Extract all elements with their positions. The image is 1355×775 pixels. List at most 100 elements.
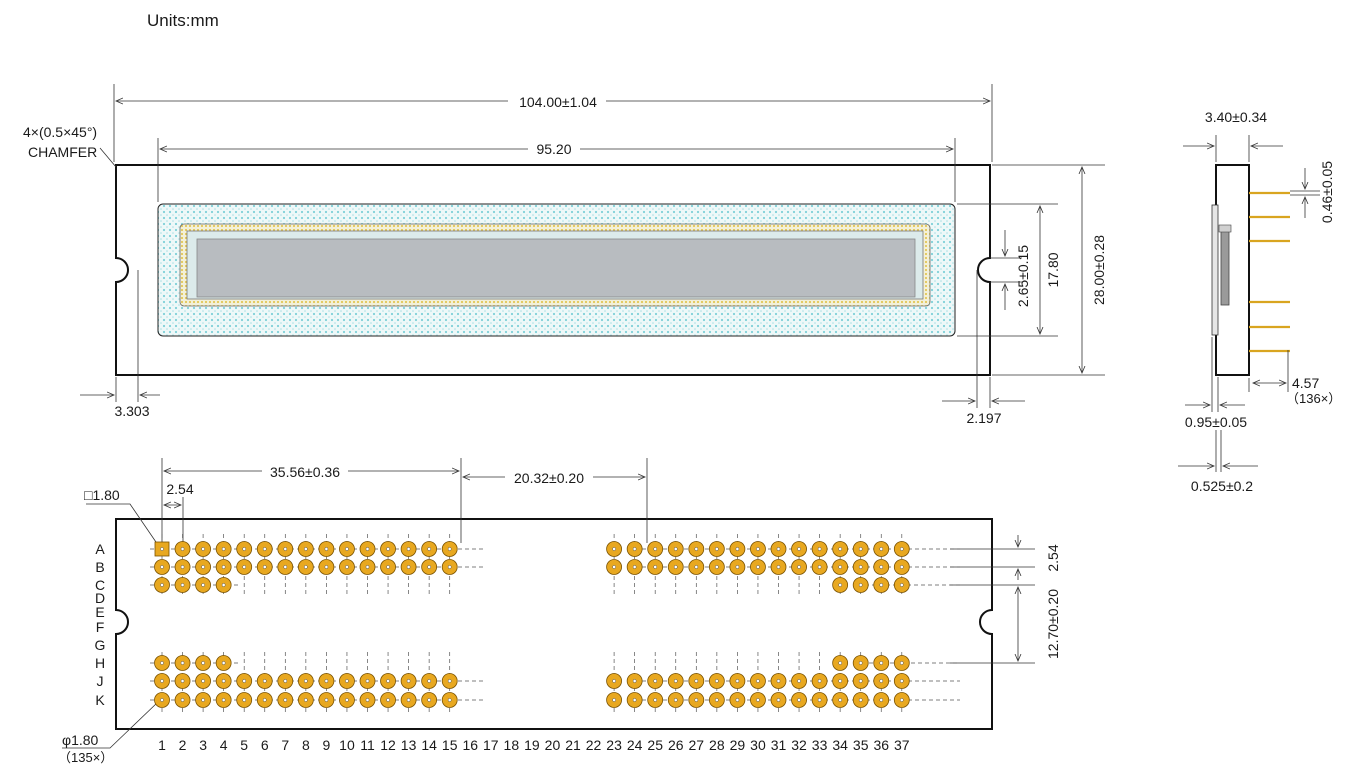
side-glass [1211, 204, 1219, 336]
column-label-7: 7 [281, 737, 289, 753]
pad-hole [221, 698, 226, 702]
group-gap-label: 20.32±0.20 [514, 470, 584, 486]
group-span-label: 35.56±0.36 [270, 464, 340, 480]
column-label-27: 27 [689, 737, 705, 753]
pad-hole [612, 679, 616, 683]
pad-hole [735, 698, 740, 702]
pad-hole [817, 698, 822, 702]
pad-hole [447, 698, 452, 702]
pad-hole [899, 661, 904, 665]
pad-hole [735, 547, 740, 551]
pad-hole [221, 583, 226, 587]
active-height-label: 17.80 [1045, 252, 1061, 287]
column-label-12: 12 [380, 737, 396, 753]
pad-hole [653, 698, 658, 702]
pad-hole [201, 565, 205, 569]
pad-hole [324, 679, 329, 683]
row-pitch-label: 2.54 [1045, 544, 1061, 571]
pad-hole [838, 679, 843, 683]
pad-hole [160, 565, 164, 569]
column-label-15: 15 [442, 737, 458, 753]
overall-width-label: 104.00±1.04 [519, 94, 597, 110]
pad-hole [735, 565, 740, 569]
side-chip [1220, 229, 1230, 306]
column-label-30: 30 [750, 737, 766, 753]
pad-hole [715, 565, 719, 569]
pad-hole [427, 679, 431, 683]
side-leads [1249, 191, 1290, 353]
column-label-10: 10 [339, 737, 355, 753]
column-label-37: 37 [894, 737, 910, 753]
pad-hole [817, 547, 822, 551]
pad-hole [262, 565, 267, 569]
row-label-h: H [95, 655, 105, 671]
pad-hole [653, 679, 658, 683]
pad-hole [386, 547, 390, 551]
pitch-label: 2.54 [166, 481, 193, 497]
pad-hole [262, 698, 267, 702]
pad-hole [858, 547, 863, 551]
square-pad-label: □1.80 [84, 487, 120, 503]
column-label-3: 3 [199, 737, 207, 753]
pad-hole [262, 679, 267, 683]
display-area [196, 238, 916, 298]
column-label-31: 31 [771, 737, 787, 753]
pad-hole [180, 583, 185, 587]
pad-hole [406, 547, 411, 551]
block-gap-label: 12.70±0.20 [1045, 589, 1061, 659]
pad-hole [879, 583, 884, 587]
pad-hole [817, 679, 822, 683]
pad-hole [858, 661, 863, 665]
pad-hole [797, 565, 801, 569]
pad-hole [345, 547, 349, 551]
column-label-28: 28 [709, 737, 725, 753]
pad-hole [324, 698, 329, 702]
pad-hole [612, 565, 616, 569]
pad-hole [673, 698, 678, 702]
pad-hole [899, 679, 904, 683]
pad-hole [715, 679, 719, 683]
side-view: 3.40±0.34 0.46±0.05 4.57 （136×） 0.95±0.0… [1178, 109, 1341, 494]
pad-hole [180, 661, 185, 665]
pad-hole [262, 547, 267, 551]
pad-hole [304, 547, 308, 551]
column-label-17: 17 [483, 737, 499, 753]
pad-hole [283, 547, 288, 551]
pad-hole [879, 679, 884, 683]
pad-hole [221, 547, 226, 551]
pad-hole [673, 679, 678, 683]
pad-hole [694, 698, 699, 702]
pad-hole [632, 547, 637, 551]
pad-hole [838, 698, 843, 702]
column-label-9: 9 [323, 737, 331, 753]
pad-hole [160, 698, 164, 702]
column-label-26: 26 [668, 737, 684, 753]
pad-hole [756, 679, 760, 683]
pad-hole [756, 565, 760, 569]
pad-hole [180, 547, 185, 551]
pad-hole [756, 698, 760, 702]
pad-hole [406, 698, 411, 702]
pad-hole [632, 698, 637, 702]
pad-hole [160, 547, 164, 551]
pad-hole [201, 698, 205, 702]
column-label-4: 4 [220, 737, 228, 753]
pad-hole [899, 698, 904, 702]
pad-hole [879, 565, 884, 569]
pad-hole [838, 547, 843, 551]
pad-hole [612, 698, 616, 702]
side-thickness-label: 3.40±0.34 [1205, 109, 1267, 125]
pad-hole [879, 698, 884, 702]
column-label-24: 24 [627, 737, 643, 753]
column-label-29: 29 [730, 737, 746, 753]
pad-hole [838, 583, 843, 587]
pad-hole [221, 679, 226, 683]
left-offset-label: 3.303 [114, 403, 149, 419]
pad-hole [345, 565, 349, 569]
row-label-b: B [95, 559, 104, 575]
column-label-33: 33 [812, 737, 828, 753]
pad-hole [283, 679, 288, 683]
side-pin-dia-label: 0.46±0.05 [1319, 161, 1335, 223]
row-label-j: J [97, 673, 104, 689]
pad-hole [221, 661, 226, 665]
